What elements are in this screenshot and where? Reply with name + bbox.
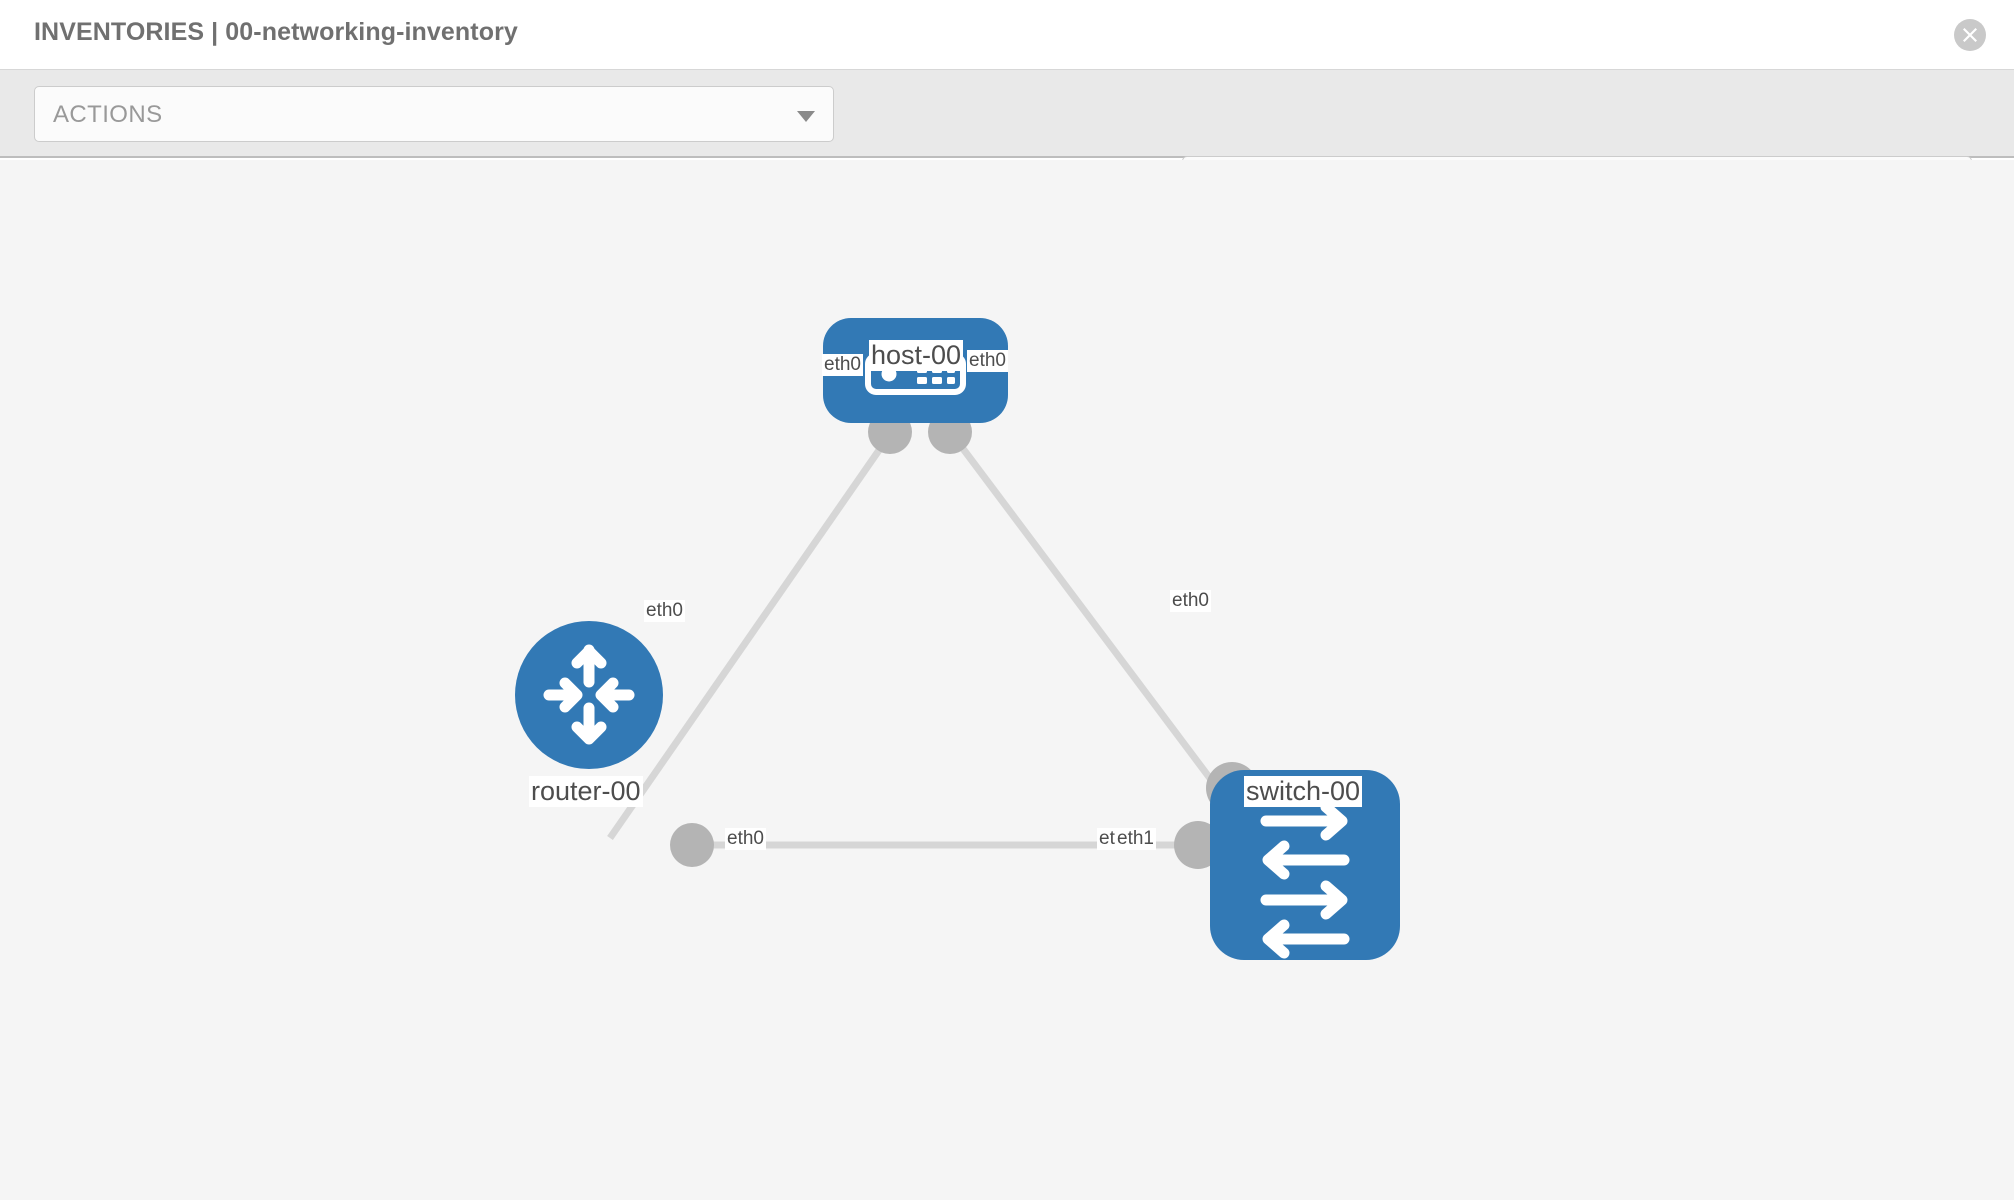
iface-label-switch-up[interactable]: eth0 [1170, 590, 1211, 612]
page-header: INVENTORIES | 00-networking-inventory [0, 0, 2014, 70]
topology-canvas[interactable]: host-00 router-00 switch-00 eth0 eth0 et… [0, 160, 2014, 1200]
chevron-down-icon [797, 111, 815, 122]
link-host-router[interactable] [607, 428, 896, 840]
topology-links [607, 427, 1218, 849]
iface-label-host-right[interactable]: eth0 [967, 350, 1008, 372]
iface-label-router-right[interactable]: eth0 [725, 828, 766, 850]
topology-graph [515, 318, 1400, 960]
link-host-switch[interactable] [946, 427, 1218, 788]
close-icon[interactable] [1954, 19, 1986, 51]
node-switch-00[interactable] [1210, 770, 1400, 960]
actions-dropdown[interactable]: ACTIONS [34, 86, 834, 142]
iface-label-switch-left-b[interactable]: eth1 [1115, 828, 1156, 850]
actions-dropdown-label: ACTIONS [53, 101, 163, 128]
node-label-switch[interactable]: switch-00 [1244, 776, 1363, 807]
node-label-host[interactable]: host-00 [869, 340, 964, 371]
node-router-00[interactable] [515, 621, 663, 769]
port-router-eth0-right[interactable] [670, 823, 714, 867]
iface-label-host-left[interactable]: eth0 [822, 354, 863, 376]
node-label-router[interactable]: router-00 [529, 776, 643, 807]
iface-label-router-up[interactable]: eth0 [644, 600, 685, 622]
toolbar: ACTIONS SEARCH [0, 70, 2014, 212]
topology-ports [670, 410, 1258, 869]
page-title: INVENTORIES | 00-networking-inventory [34, 18, 518, 46]
